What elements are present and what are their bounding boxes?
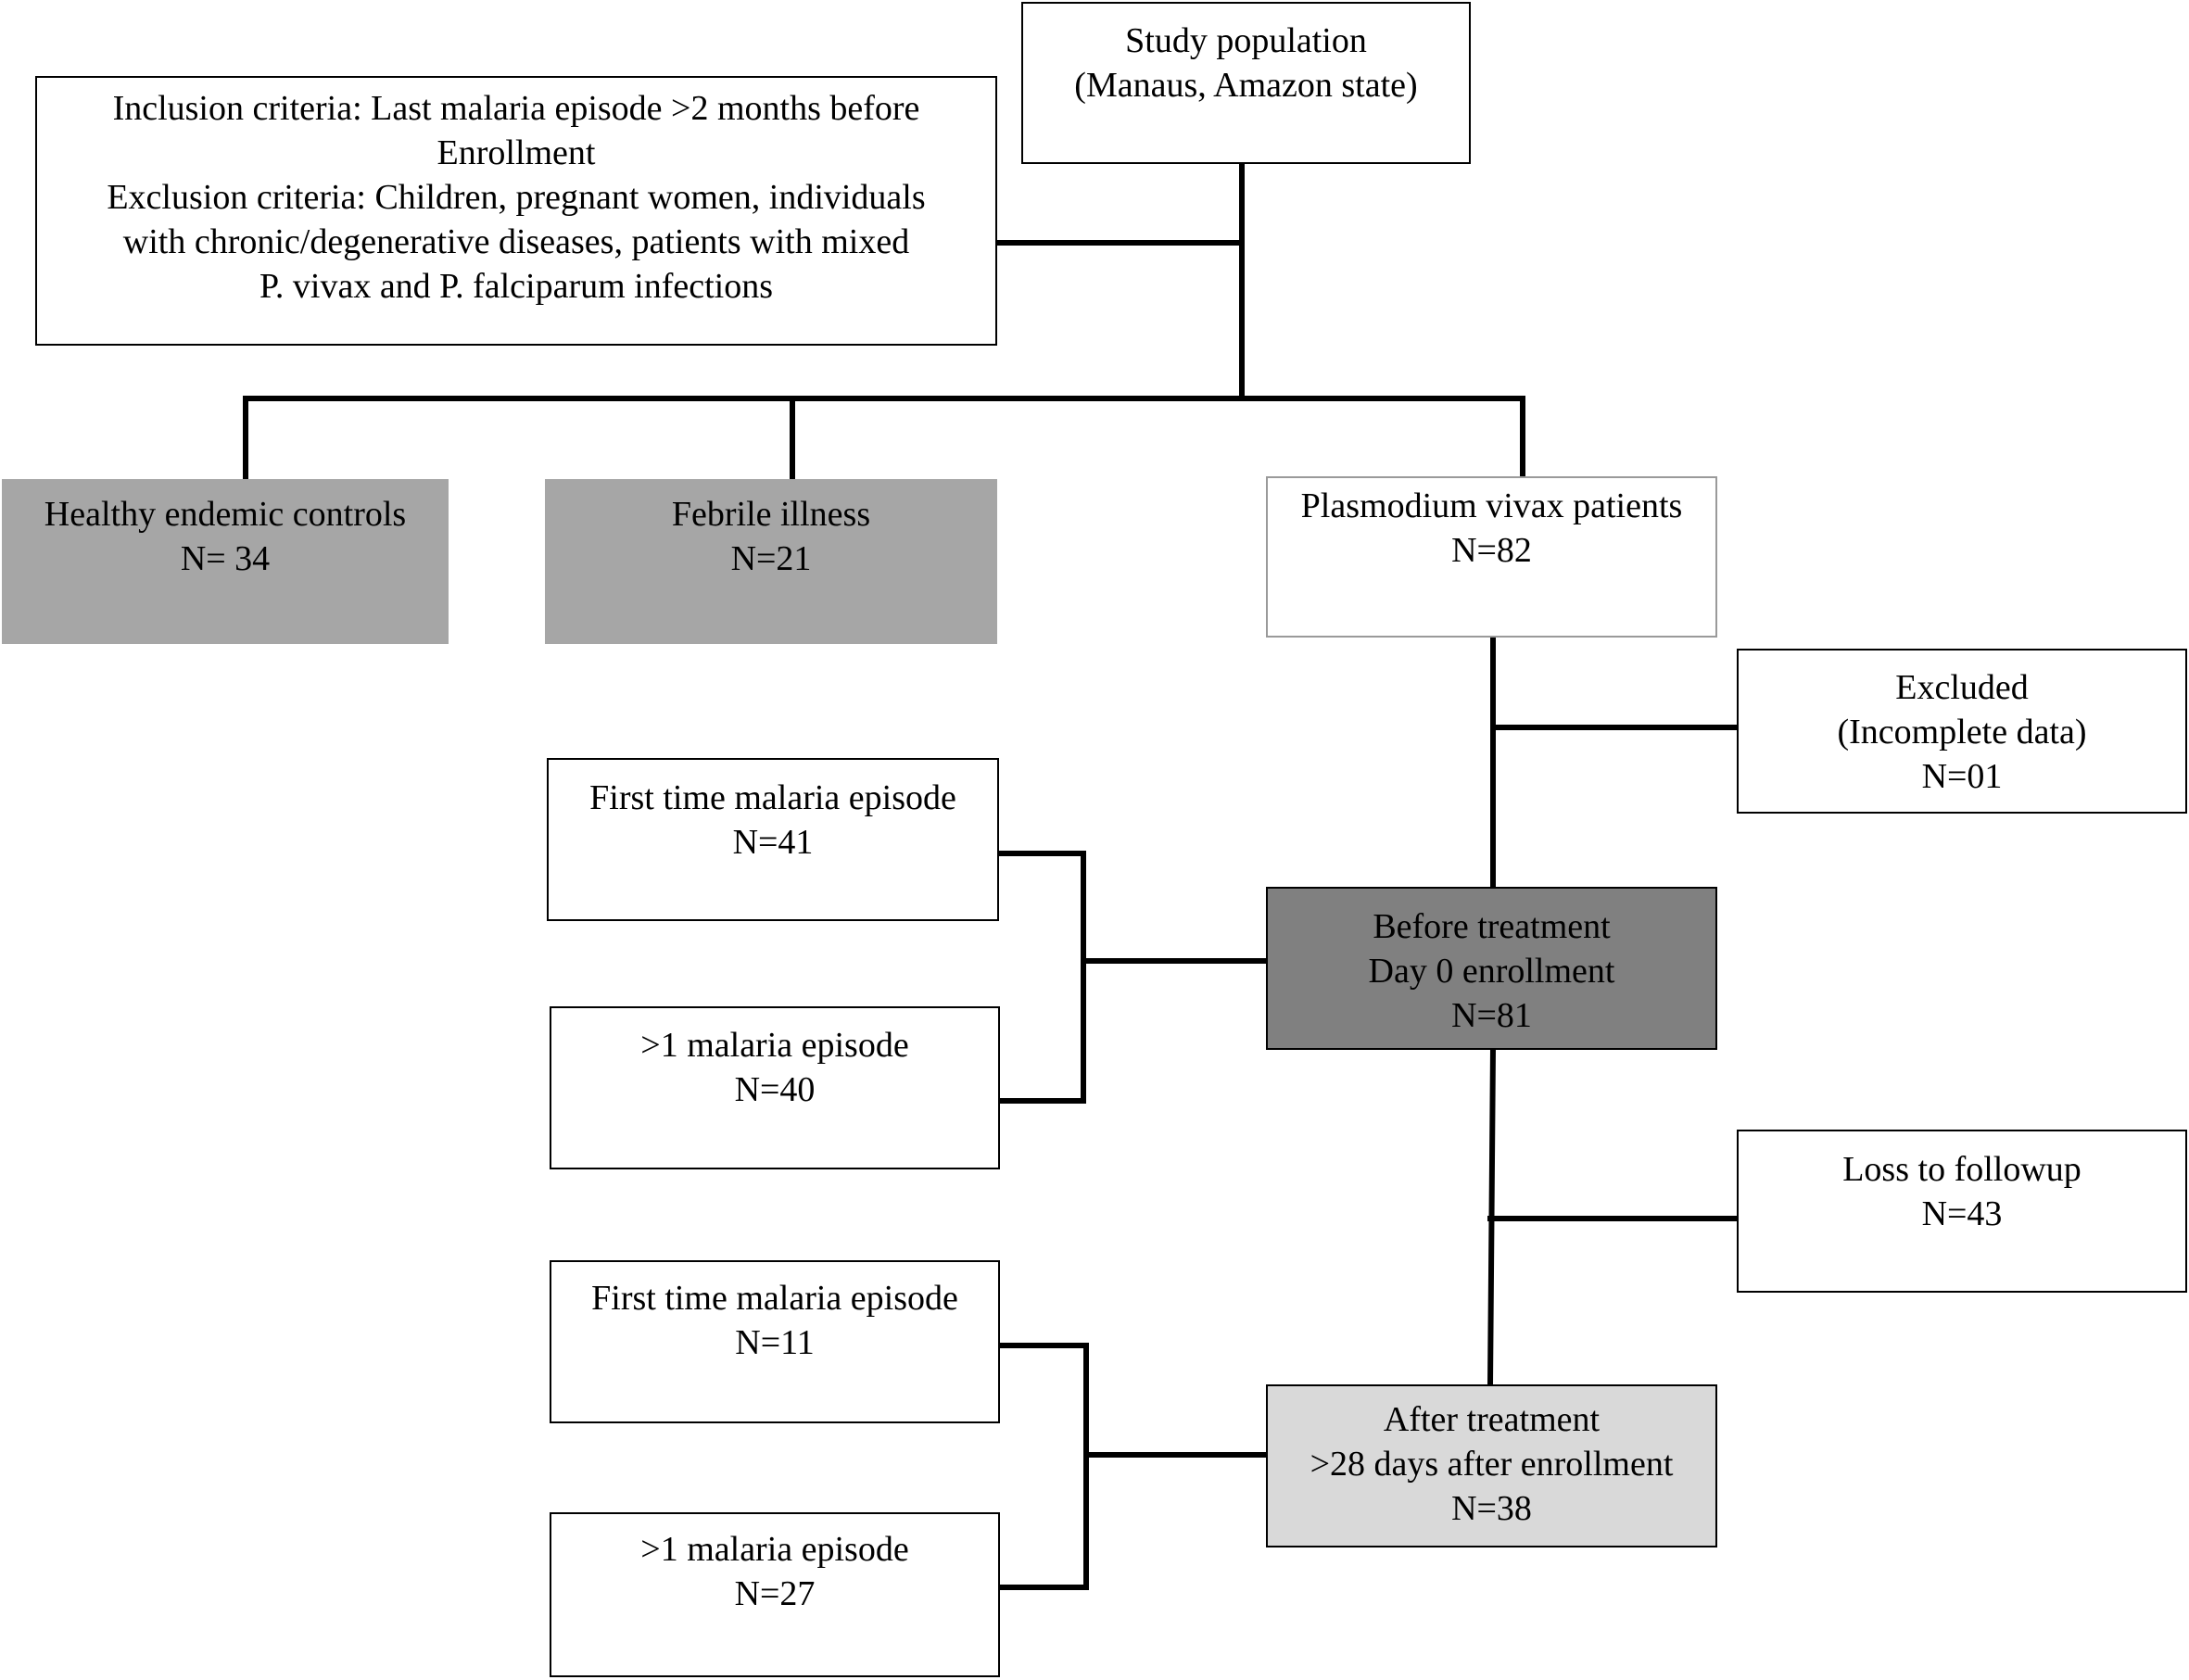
criteria-box: Inclusion criteria: Last malaria episode… [35, 76, 997, 346]
loss-followup-box: Loss to followup N=43 [1737, 1130, 2187, 1293]
before-treatment-day: Day 0 enrollment [1368, 952, 1615, 991]
excluded-count: N=01 [1921, 757, 2003, 796]
febrile-illness-count: N=21 [730, 539, 812, 578]
multi-episode-after-box: >1 malaria episode N=27 [550, 1512, 1000, 1677]
first-episode-before-box: First time malaria episode N=41 [547, 758, 999, 921]
multi-episode-before-box: >1 malaria episode N=40 [550, 1006, 1000, 1169]
healthy-controls-count: N= 34 [180, 539, 271, 578]
vivax-patients-label: Plasmodium vivax patients [1300, 486, 1683, 525]
excluded-box: Excluded (Incomplete data) N=01 [1737, 649, 2187, 814]
before-treatment-count: N=81 [1451, 996, 1532, 1035]
after-treatment-box: After treatment >28 days after enrollmen… [1266, 1384, 1717, 1547]
vivax-patients-count: N=82 [1451, 531, 1532, 570]
loss-followup-count: N=43 [1921, 1194, 2003, 1233]
after-treatment-days: >28 days after enrollment [1310, 1445, 1674, 1484]
healthy-controls-label: Healthy endemic controls [44, 495, 407, 534]
healthy-controls-box: Healthy endemic controls N= 34 [2, 479, 449, 644]
inclusion-criteria-line-1: Inclusion criteria: Last malaria episode… [112, 89, 920, 128]
exclusion-criteria-line-3: P. vivax and P. falciparum infections [259, 267, 774, 306]
first-episode-after-box: First time malaria episode N=11 [550, 1260, 1000, 1423]
after-treatment-label: After treatment [1383, 1400, 1601, 1439]
before-treatment-label: Before treatment [1373, 907, 1611, 946]
before-treatment-box: Before treatment Day 0 enrollment N=81 [1266, 887, 1717, 1050]
excluded-reason: (Incomplete data) [1837, 713, 2087, 752]
inclusion-criteria-line-2: Enrollment [437, 133, 596, 172]
first-episode-before-count: N=41 [732, 823, 814, 862]
study-population-location: (Manaus, Amazon state) [1074, 66, 1418, 105]
bracket-before [994, 851, 1086, 1104]
excluded-label: Excluded [1895, 668, 2029, 707]
febrile-illness-label: Febrile illness [671, 495, 871, 534]
study-population-title: Study population [1125, 21, 1367, 60]
first-episode-before-label: First time malaria episode [589, 778, 956, 817]
exclusion-criteria-line-2: with chronic/degenerative diseases, pati… [122, 222, 910, 261]
bracket-after [997, 1343, 1089, 1590]
after-treatment-count: N=38 [1451, 1489, 1532, 1528]
vivax-patients-box: Plasmodium vivax patients N=82 [1266, 476, 1717, 638]
multi-episode-after-count: N=27 [734, 1574, 816, 1613]
multi-episode-before-label: >1 malaria episode [640, 1026, 909, 1065]
loss-followup-label: Loss to followup [1842, 1150, 2081, 1189]
exclusion-criteria-line-1: Exclusion criteria: Children, pregnant w… [107, 178, 926, 217]
study-population-box: Study population (Manaus, Amazon state) [1021, 2, 1471, 164]
first-episode-after-count: N=11 [735, 1323, 815, 1362]
multi-episode-after-label: >1 malaria episode [640, 1530, 909, 1569]
first-episode-after-label: First time malaria episode [591, 1279, 958, 1318]
febrile-illness-box: Febrile illness N=21 [545, 479, 997, 644]
multi-episode-before-count: N=40 [734, 1070, 816, 1109]
